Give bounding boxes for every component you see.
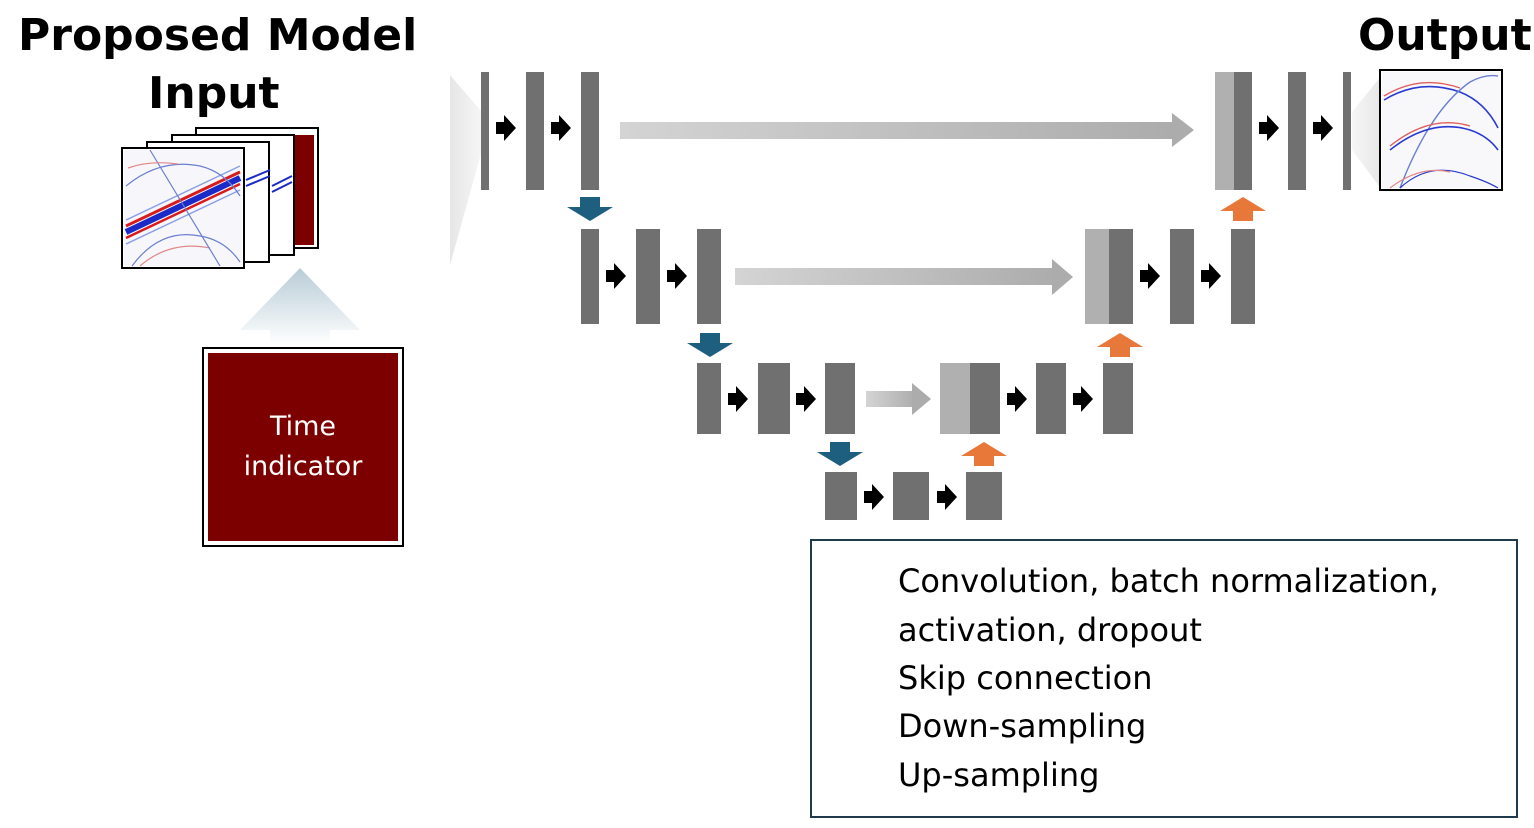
decoder-level-3 xyxy=(940,363,1133,434)
bottleneck xyxy=(825,472,1002,520)
layer-block xyxy=(697,229,721,324)
down-sampling-arrow xyxy=(567,197,613,221)
conv-arrow xyxy=(1259,115,1279,141)
layer-block xyxy=(966,472,1002,520)
layer-block xyxy=(1036,363,1066,434)
layer-block xyxy=(893,472,929,520)
time-indicator-label-line1: Time xyxy=(269,411,337,442)
conv-arrow xyxy=(1073,386,1093,412)
layer-block xyxy=(825,472,857,520)
decoder-level-2 xyxy=(1085,229,1255,324)
concat-block-skip xyxy=(1085,229,1109,324)
skip-connection-arrowhead-level-3 xyxy=(912,383,931,415)
layer-block xyxy=(1343,72,1351,190)
down-sampling-arrow xyxy=(687,333,733,357)
conv-arrow xyxy=(667,263,687,289)
time-indicator-fill: Time indicator xyxy=(208,353,398,541)
concat-block-up xyxy=(1109,229,1133,324)
layer-block xyxy=(636,229,660,324)
encoder-level-1 xyxy=(481,72,599,190)
layer-block xyxy=(526,72,544,190)
skip-connection-arrow-level-1 xyxy=(620,122,1175,139)
conv-arrow xyxy=(496,115,516,141)
input-image-stack xyxy=(121,127,319,269)
time-indicator-glow-arrow xyxy=(240,268,360,345)
up-sampling-arrow xyxy=(1097,333,1143,357)
layer-block xyxy=(1288,72,1306,190)
decoder-level-1 xyxy=(1215,72,1351,190)
up-sampling-arrow xyxy=(961,442,1007,466)
encoder-level-3 xyxy=(697,363,855,434)
legend-skip-label: Skip connection xyxy=(898,659,1153,697)
skip-connection-arrow-level-2 xyxy=(735,268,1057,285)
layer-block xyxy=(1103,363,1133,434)
output-wedge xyxy=(1352,75,1382,190)
title-input: Input xyxy=(148,68,280,119)
time-indicator-box: Time indicator xyxy=(202,347,404,547)
conv-arrow xyxy=(937,484,957,510)
encoder-level-2 xyxy=(581,229,721,324)
layer-block xyxy=(1231,229,1255,324)
title-output: Output xyxy=(1358,10,1532,61)
legend-conv-label-line1: Convolution, batch normalization, xyxy=(898,562,1439,600)
layer-block xyxy=(1170,229,1194,324)
layer-block xyxy=(581,72,599,190)
layer-block xyxy=(481,72,489,190)
skip-connection-arrowhead-level-1 xyxy=(1172,113,1194,147)
legend-down-label: Down-sampling xyxy=(898,707,1147,745)
concat-block-skip xyxy=(940,363,970,434)
conv-arrow xyxy=(864,484,884,510)
conv-arrow xyxy=(1201,263,1221,289)
conv-arrow xyxy=(551,115,571,141)
concat-block-up xyxy=(1234,72,1252,190)
legend-box: Convolution, batch normalization, activa… xyxy=(810,539,1518,818)
input-wedge xyxy=(450,75,482,265)
legend-up-label: Up-sampling xyxy=(898,756,1100,794)
conv-arrow xyxy=(796,386,816,412)
conv-arrow xyxy=(606,263,626,289)
layer-block xyxy=(581,229,599,324)
conv-arrow xyxy=(728,386,748,412)
down-sampling-arrow xyxy=(817,442,863,466)
up-sampling-arrow xyxy=(1220,197,1266,221)
input-seismic-image xyxy=(124,149,242,267)
skip-connection-arrow-level-3 xyxy=(866,391,916,407)
conv-arrow xyxy=(1140,263,1160,289)
concat-block-skip xyxy=(1215,72,1234,190)
layer-block xyxy=(697,363,721,434)
output-seismic-image xyxy=(1379,69,1503,191)
title-proposed-model: Proposed Model xyxy=(18,10,418,61)
conv-arrow xyxy=(1007,386,1027,412)
legend-conv-label-line2: activation, dropout xyxy=(898,611,1202,649)
layer-block xyxy=(758,363,790,434)
conv-arrow xyxy=(1313,115,1333,141)
concat-block-up xyxy=(970,363,1000,434)
time-indicator-label-line2: indicator xyxy=(243,451,363,482)
layer-block xyxy=(825,363,855,434)
skip-connection-arrowhead-level-2 xyxy=(1052,259,1073,295)
